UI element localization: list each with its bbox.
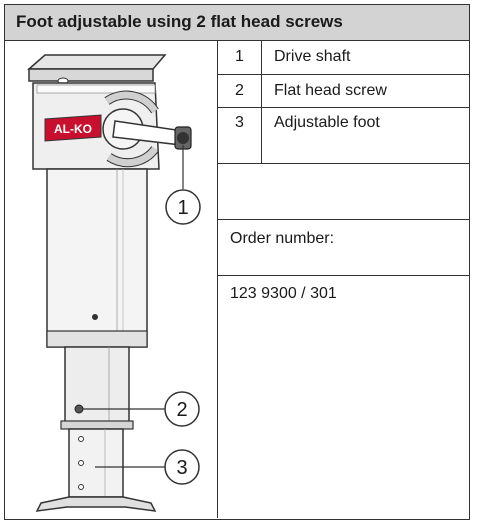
table-row: 3 Adjustable foot [218, 108, 469, 164]
part-number: 2 [218, 75, 262, 107]
callout-1: 1 [165, 189, 201, 225]
empty-row [218, 164, 469, 220]
svg-text:1: 1 [177, 197, 188, 219]
part-label: Drive shaft [274, 48, 351, 65]
jockey-wheel-drawing: AL-KO [27, 54, 201, 512]
part-label: Adjustable foot [274, 114, 380, 131]
order-number-label: Order number: [230, 230, 335, 247]
svg-text:2: 2 [176, 399, 187, 421]
callout-3: 3 [164, 449, 200, 485]
svg-text:AL-KO: AL-KO [54, 122, 92, 136]
alko-logo: AL-KO [44, 114, 102, 142]
order-label-row: Order number: [218, 220, 469, 276]
order-value-row: 123 9300 / 301 [218, 276, 469, 316]
svg-text:3: 3 [176, 457, 187, 479]
table-row: 1 Drive shaft [218, 41, 469, 75]
part-label: Flat head screw [274, 82, 387, 99]
table-row: 2 Flat head screw [218, 75, 469, 108]
part-number: 1 [218, 41, 262, 74]
page-title: Foot adjustable using 2 flat head screws [5, 5, 469, 41]
part-number: 3 [218, 108, 262, 163]
product-illustration: AL-KO [5, 41, 218, 518]
order-number-value: 123 9300 / 301 [230, 285, 337, 302]
info-sheet: Foot adjustable using 2 flat head screws… [4, 4, 470, 520]
callout-2: 2 [164, 391, 200, 427]
